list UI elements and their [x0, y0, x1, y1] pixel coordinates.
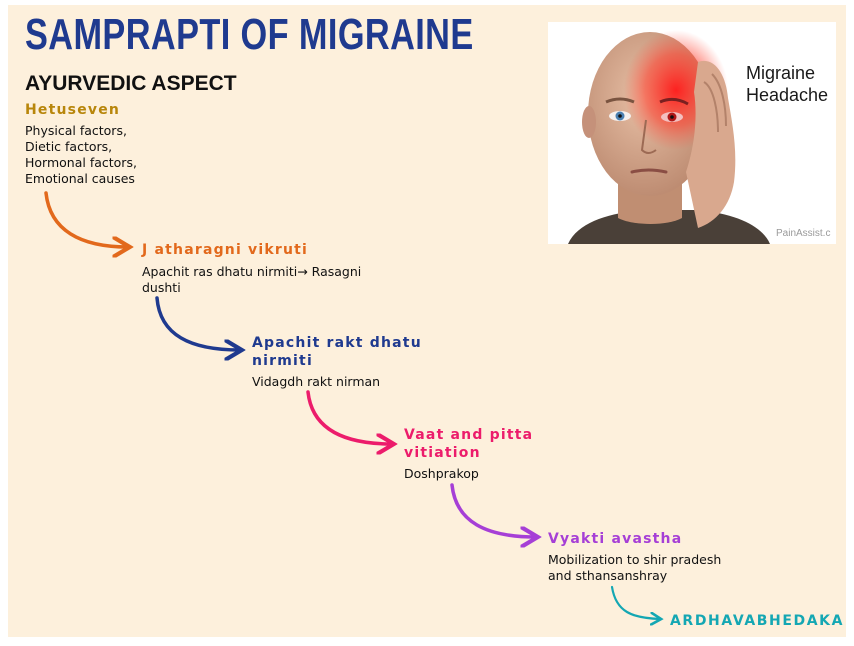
photo-watermark: PainAssist.c	[776, 228, 830, 239]
photo-caption: Migraine Headache	[746, 62, 828, 106]
head-illustration	[548, 22, 836, 244]
flow-arrow-hetu-to-jathar	[46, 193, 128, 247]
flow-arrow-apachit-to-vaat	[308, 392, 392, 444]
flow-arrow-vyakti-to-ardha	[612, 587, 660, 619]
flow-arrow-jathar-to-apachit	[157, 298, 240, 350]
flow-arrow-vaat-to-vyakti	[452, 485, 536, 537]
migraine-headache-image: Migraine Headache PainAssist.c	[548, 22, 836, 244]
